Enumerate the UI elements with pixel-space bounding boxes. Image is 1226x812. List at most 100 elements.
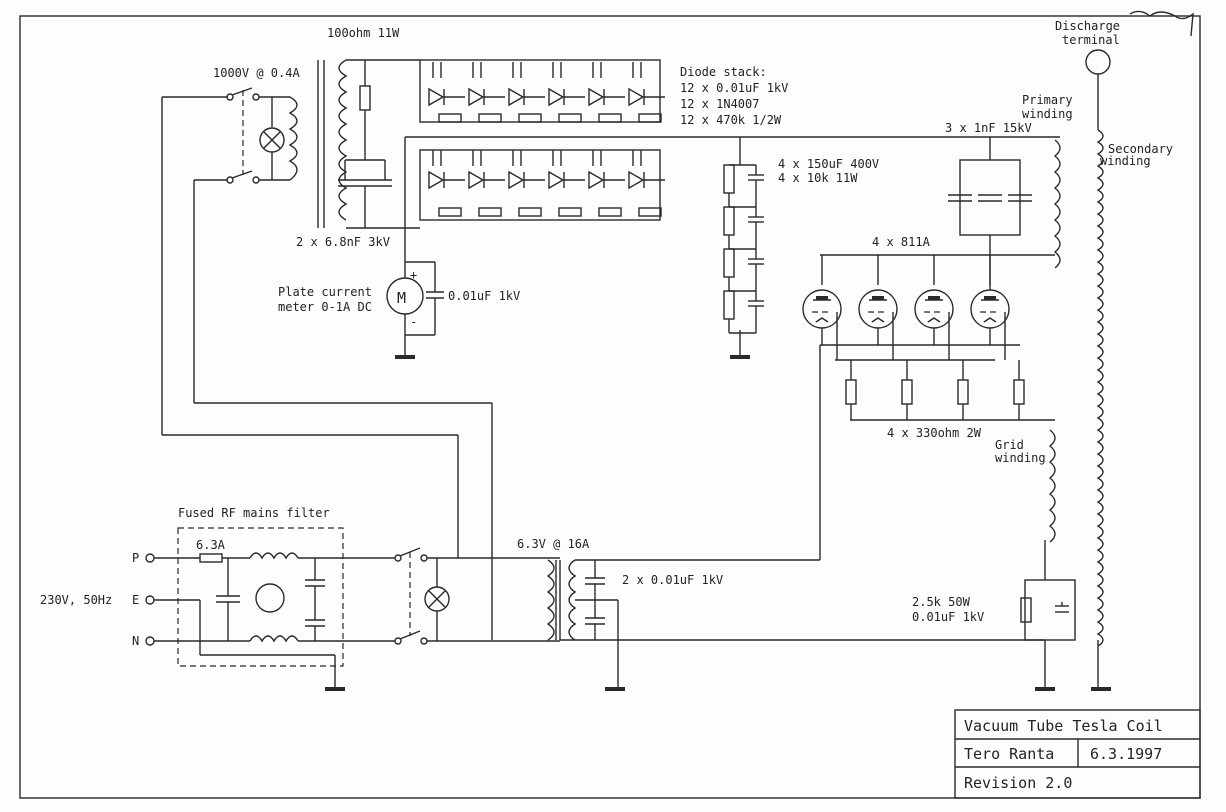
primary-winding bbox=[820, 139, 1061, 269]
bank-resistor bbox=[723, 290, 735, 320]
vacuum-tube bbox=[802, 289, 842, 329]
diode bbox=[548, 170, 565, 190]
grid-leak-network bbox=[560, 579, 1076, 687]
label-discharge-1: Discharge bbox=[1055, 19, 1120, 33]
capacitor-bank bbox=[655, 136, 764, 355]
diode bbox=[468, 170, 485, 190]
diode bbox=[428, 87, 445, 107]
vacuum-tube bbox=[914, 289, 954, 329]
label-100ohm: 100ohm 11W bbox=[327, 26, 400, 40]
label-meter-2: meter 0-1A DC bbox=[278, 300, 372, 314]
diode-stack-resistor bbox=[478, 113, 502, 123]
diode-stack bbox=[400, 59, 665, 262]
fuse bbox=[199, 553, 223, 563]
label-diode-stack-res: 12 x 470k 1/2W bbox=[680, 113, 782, 127]
label-grid-leak-1: 2.5k 50W bbox=[912, 595, 971, 609]
diode bbox=[588, 170, 605, 190]
title-block-revision: Revision 2.0 bbox=[964, 774, 1072, 792]
label-primary-2: winding bbox=[1022, 107, 1073, 121]
label-primary-1: Primary bbox=[1022, 93, 1073, 107]
label-3x1nf: 3 x 1nF 15kV bbox=[945, 121, 1032, 135]
label-diode-stack-title: Diode stack: bbox=[680, 65, 767, 79]
label-2x68nf: 2 x 6.8nF 3kV bbox=[296, 235, 390, 249]
diode-stack-resistor bbox=[518, 207, 542, 217]
diode bbox=[628, 87, 645, 107]
plate-current-meter bbox=[386, 261, 444, 355]
label-mains-n: N bbox=[132, 634, 139, 648]
diode-stack-resistor bbox=[438, 113, 462, 123]
sheet-border bbox=[19, 15, 1201, 799]
vacuum-tube bbox=[858, 289, 898, 329]
diode bbox=[588, 87, 605, 107]
hv-switch bbox=[162, 87, 290, 184]
label-fuse: 6.3A bbox=[196, 538, 226, 552]
label-meter-cap: 0.01uF 1kV bbox=[448, 289, 520, 303]
label-grid-res: 4 x 330ohm 2W bbox=[887, 426, 982, 440]
label-filament-caps: 2 x 0.01uF 1kV bbox=[622, 573, 723, 587]
label-hv-transformer: 1000V @ 0.4A bbox=[213, 66, 300, 80]
diode-stack-resistor bbox=[478, 207, 502, 217]
bank-resistor bbox=[723, 164, 735, 194]
title-block-date: 6.3.1997 bbox=[1090, 745, 1162, 763]
label-grid-1: Grid bbox=[995, 438, 1024, 452]
mains-wiring bbox=[145, 97, 560, 687]
label-mains-e: E bbox=[132, 593, 139, 607]
diode-stack-resistor bbox=[518, 113, 542, 123]
label-secondary-2: winding bbox=[1100, 154, 1151, 168]
label-diode-stack-diodes: 12 x 1N4007 bbox=[680, 97, 759, 111]
bank-resistor bbox=[723, 206, 735, 236]
discharge-terminal bbox=[1085, 49, 1111, 130]
title-block-title: Vacuum Tube Tesla Coil bbox=[964, 717, 1163, 735]
label-filter-title: Fused RF mains filter bbox=[178, 506, 330, 520]
diode bbox=[508, 87, 525, 107]
meter-symbol: M bbox=[397, 289, 406, 307]
label-grid-2: winding bbox=[995, 451, 1046, 465]
grid-resistor bbox=[1013, 379, 1025, 405]
label-cap-bank-1: 4 x 150uF 400V bbox=[778, 157, 879, 171]
mains-n-terminal bbox=[145, 636, 155, 646]
bank-resistor bbox=[723, 248, 735, 278]
filament-transformer bbox=[546, 345, 821, 687]
label-grid-leak-2: 0.01uF 1kV bbox=[912, 610, 984, 624]
diode bbox=[428, 170, 445, 190]
title-block bbox=[954, 709, 1201, 799]
tank-capacitors bbox=[740, 136, 1060, 290]
diode-stack-resistor bbox=[638, 113, 662, 123]
label-filament-transformer: 6.3V @ 16A bbox=[517, 537, 590, 551]
label-tubes: 4 x 811A bbox=[872, 235, 931, 249]
meter-minus: - bbox=[410, 315, 417, 329]
label-cap-bank-2: 4 x 10k 11W bbox=[778, 171, 858, 185]
diode-stack-resistor bbox=[558, 207, 582, 217]
hv-transformer bbox=[288, 59, 400, 229]
meter-plus: + bbox=[410, 268, 417, 282]
diode bbox=[548, 87, 565, 107]
title-block-author: Tero Ranta bbox=[964, 745, 1054, 763]
label-meter-1: Plate current bbox=[278, 285, 372, 299]
diode bbox=[628, 170, 645, 190]
grid-resistors bbox=[820, 344, 1055, 421]
vacuum-tube bbox=[970, 289, 1010, 329]
label-mains-p: P bbox=[132, 551, 139, 565]
diode-stack-resistor bbox=[598, 113, 622, 123]
corner-scribble bbox=[1129, 10, 1194, 37]
label-mains-spec: 230V, 50Hz bbox=[40, 593, 112, 607]
secondary-winding bbox=[1096, 129, 1104, 687]
diode-stack-resistor bbox=[438, 207, 462, 217]
mains-p-terminal bbox=[145, 553, 155, 563]
diode-stack-resistor bbox=[598, 207, 622, 217]
ground-symbols bbox=[325, 355, 1111, 691]
resistor-100ohm bbox=[338, 60, 392, 228]
diode bbox=[508, 170, 525, 190]
grid-winding bbox=[1044, 429, 1056, 580]
vacuum-tubes bbox=[802, 255, 1010, 360]
rf-filter-box bbox=[177, 527, 344, 667]
label-secondary-1: Secondary bbox=[1108, 142, 1173, 156]
label-diode-stack-caps: 12 x 0.01uF 1kV bbox=[680, 81, 788, 95]
mains-e-terminal bbox=[145, 595, 155, 605]
grid-resistor bbox=[957, 379, 969, 405]
label-discharge-2: terminal bbox=[1062, 33, 1120, 47]
grid-resistor bbox=[901, 379, 913, 405]
diode-stack-resistor bbox=[638, 207, 662, 217]
